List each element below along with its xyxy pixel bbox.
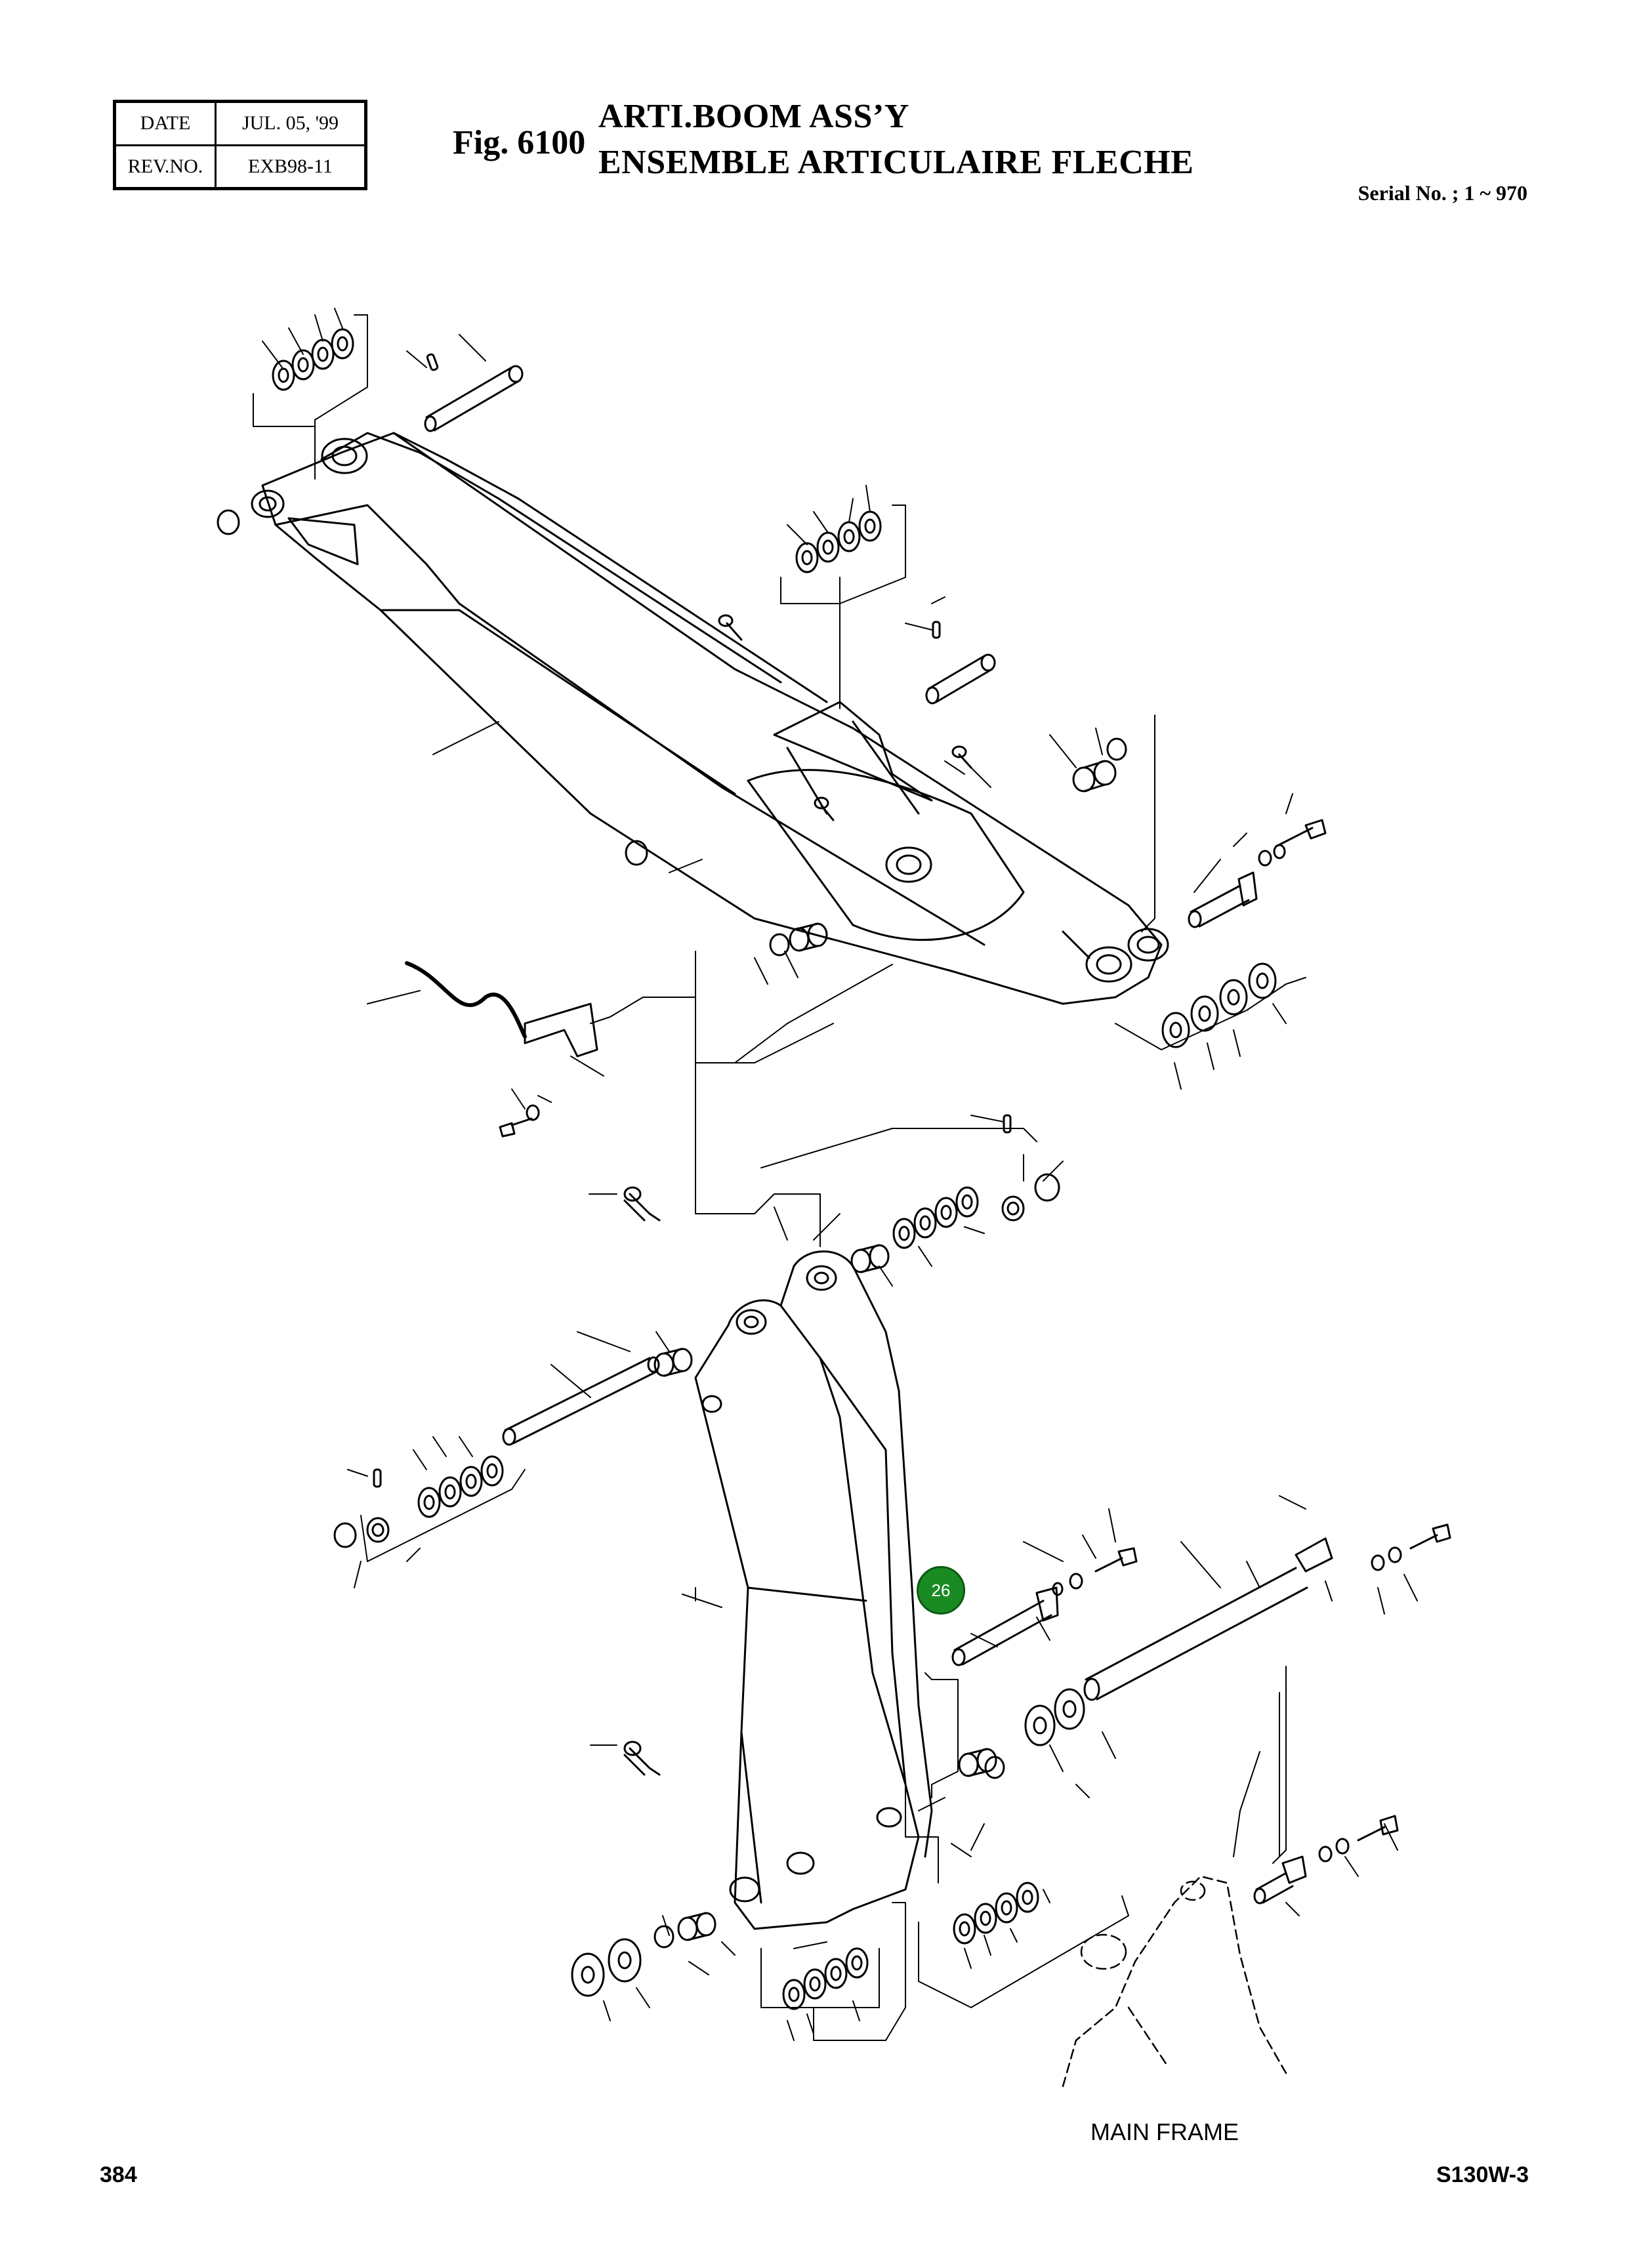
leader-lines bbox=[253, 308, 1418, 2041]
main-frame-outline bbox=[1062, 1875, 1287, 2088]
model-code: S130W-3 bbox=[1436, 2162, 1529, 2187]
page-number: 384 bbox=[100, 2162, 137, 2187]
revision-label: REV.NO. bbox=[114, 144, 217, 190]
lower-boom bbox=[694, 1250, 933, 1930]
washer-stacks bbox=[272, 328, 1277, 2010]
small-parts bbox=[217, 509, 1451, 1948]
pins bbox=[424, 353, 1333, 1905]
title-english: ARTI.BOOM ASS’Y bbox=[598, 98, 909, 135]
title-french: ENSEMBLE ARTICULAIRE FLECHE bbox=[598, 144, 1194, 181]
revision-table: DATE JUL. 05, '99 REV.NO. EXB98-11 bbox=[113, 100, 367, 190]
serial-range: Serial No. ; 1 ~ 970 bbox=[1358, 181, 1527, 205]
upper-boom bbox=[251, 432, 1169, 1005]
date-label: DATE bbox=[114, 100, 217, 146]
main-frame-label: MAIN FRAME bbox=[1090, 2118, 1239, 2145]
figure-number: Fig. 6100 bbox=[453, 124, 586, 161]
callout-part-26[interactable]: 26 bbox=[917, 1566, 965, 1615]
date-value: JUL. 05, '99 bbox=[215, 100, 367, 146]
revision-value: EXB98-11 bbox=[215, 144, 367, 190]
